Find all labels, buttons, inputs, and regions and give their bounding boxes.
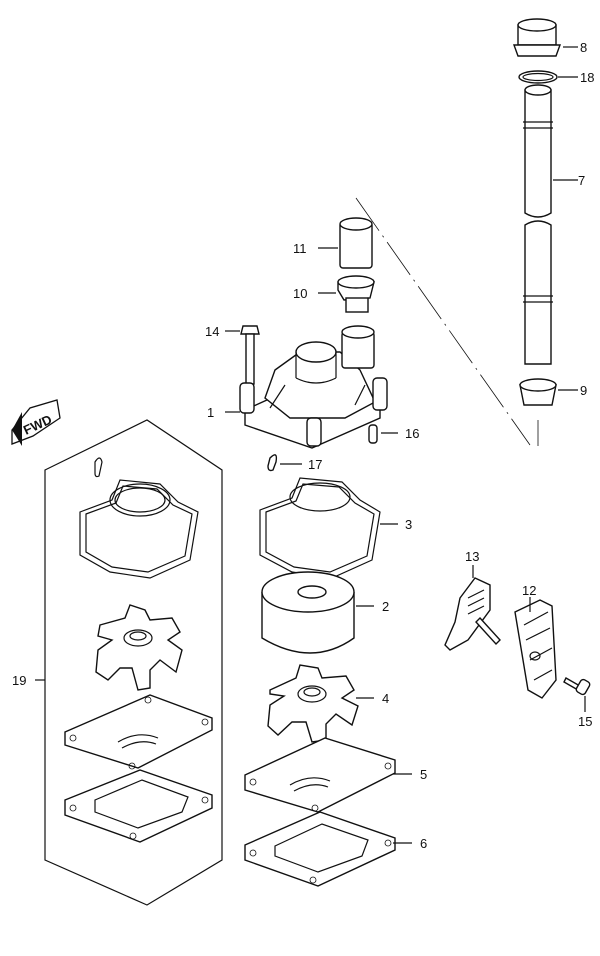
kit-lower-gasket [64, 769, 213, 843]
kit-frame [44, 419, 223, 906]
callout-5: 5 [420, 767, 427, 782]
o-ring-part [518, 70, 558, 84]
callout-7: 7 [578, 173, 585, 188]
callout-16: 16 [405, 426, 419, 441]
callout-9: 9 [580, 383, 587, 398]
lower-gasket-part [244, 811, 396, 887]
water-tube-part [523, 84, 553, 365]
callout-15: 15 [578, 714, 592, 729]
callout-2: 2 [382, 599, 389, 614]
callout-13: 13 [465, 549, 479, 564]
callout-18: 18 [580, 70, 594, 85]
insert-liner-part [261, 571, 355, 654]
callout-14: 14 [205, 324, 219, 339]
knob-part [514, 599, 557, 699]
rubber-bushing-part [337, 275, 375, 313]
gasket-part [259, 477, 381, 579]
callout-12: 12 [522, 583, 536, 598]
callout-1: 1 [207, 405, 214, 420]
callout-10: 10 [293, 286, 307, 301]
callout-17: 17 [308, 457, 322, 472]
kit-plate [64, 694, 213, 770]
bolt-part [240, 325, 260, 385]
key-part [267, 454, 278, 472]
kit-gasket-ring [79, 479, 199, 579]
pump-plate-part [244, 737, 396, 813]
impeller-part [267, 664, 359, 743]
callout-8: 8 [580, 40, 587, 55]
kit-clip [94, 457, 103, 478]
water-tube-seal-part [341, 325, 375, 369]
grommet-part [513, 18, 561, 57]
callout-11: 11 [293, 241, 307, 256]
callout-3: 3 [405, 517, 412, 532]
fwd-arrow-icon: FWD [11, 399, 61, 446]
kit-impeller [95, 604, 183, 691]
callout-6: 6 [420, 836, 427, 851]
screw-part [563, 677, 591, 696]
collar-part [339, 217, 373, 269]
callout-19: 19 [12, 673, 26, 688]
pin-part [368, 424, 378, 444]
callout-4: 4 [382, 691, 389, 706]
lever-part [444, 577, 501, 651]
lower-grommet-part [519, 378, 557, 406]
